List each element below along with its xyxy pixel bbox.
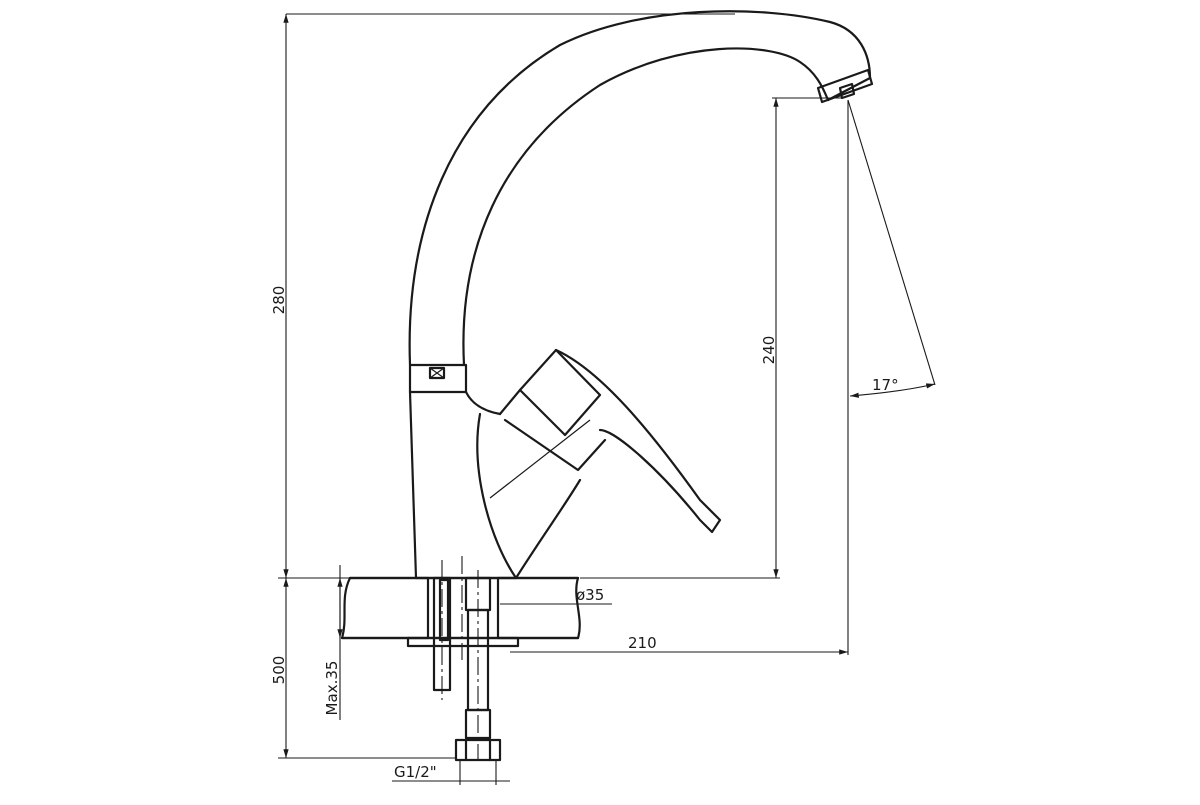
swivel-collar — [408, 363, 468, 394]
swivel-angle-label: 17° — [872, 376, 899, 394]
spout-height-label: 240 — [760, 336, 778, 365]
dimension-total-height: 280 — [270, 13, 735, 578]
lever-handle — [489, 348, 722, 534]
dimension-counter-thickness: Max.35 — [323, 565, 343, 720]
spout-reach-label: 210 — [628, 634, 657, 652]
connection-thread-label: G1/2" — [394, 763, 437, 781]
faucet-spout — [408, 10, 874, 367]
countertop-section — [340, 576, 581, 648]
dimension-hole-diameter: ø35 — [500, 586, 612, 605]
dimension-spout-height: 240 — [580, 97, 842, 579]
total-height-label: 280 — [270, 286, 288, 315]
faucet-body — [408, 390, 582, 580]
flexible-hose — [454, 570, 502, 762]
counter-thickness-label: Max.35 — [323, 661, 341, 716]
dimension-connection-thread: G1/2" — [392, 760, 510, 785]
below-counter-label: 500 — [270, 656, 288, 685]
dimension-swivel-angle: 17° — [847, 99, 936, 655]
dimension-below-counter: 500 — [270, 578, 456, 759]
mounting-hardware — [432, 556, 463, 700]
hole-diameter-label: ø35 — [576, 586, 604, 604]
dimension-spout-reach: 210 — [510, 634, 848, 655]
